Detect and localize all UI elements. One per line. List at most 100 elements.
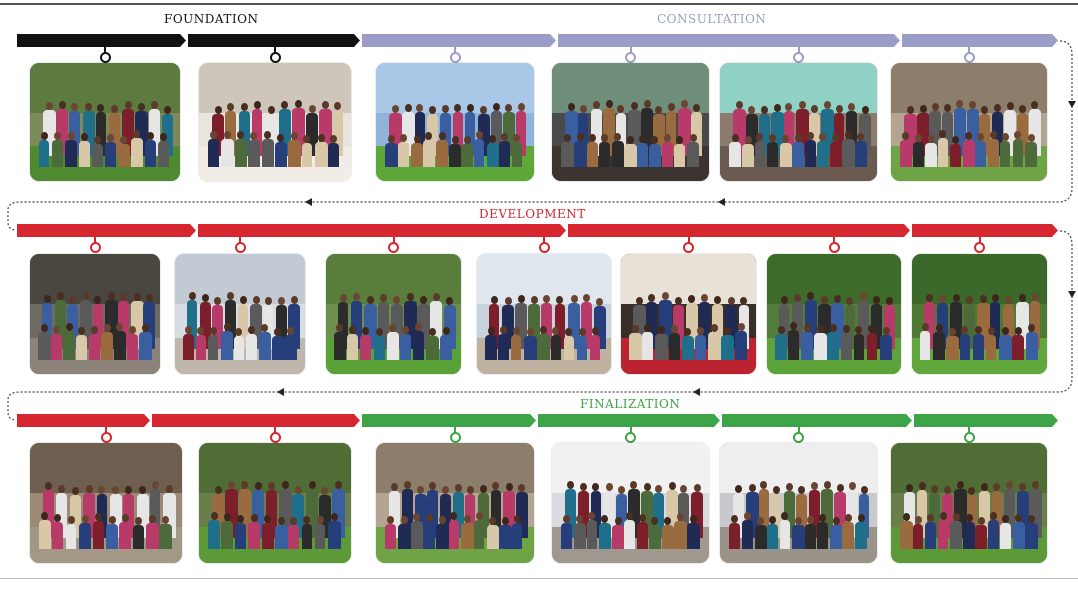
person: [929, 103, 941, 157]
person-body: [248, 521, 260, 549]
person-body: [261, 139, 274, 167]
person-body: [808, 489, 821, 538]
person-head: [52, 325, 60, 334]
person: [916, 482, 928, 538]
person-body: [941, 111, 953, 157]
person-head: [969, 101, 977, 110]
person-head: [1002, 515, 1010, 524]
person-body: [452, 491, 465, 538]
event-photo: [199, 443, 351, 563]
person-head: [1031, 293, 1039, 302]
person-head: [737, 322, 745, 331]
person-body: [615, 494, 628, 538]
person: [827, 324, 840, 360]
timeline-marker: [683, 242, 694, 253]
person-head: [267, 105, 275, 114]
person-head: [731, 515, 739, 524]
phase-label-consultation: CONSULTATION: [657, 12, 767, 26]
person-body: [808, 113, 821, 157]
person-head: [921, 323, 929, 332]
person: [448, 512, 460, 549]
timeline-bar-segment: [912, 224, 1058, 237]
person-head: [956, 100, 964, 109]
person-body: [109, 113, 120, 157]
person-head: [316, 516, 324, 525]
person-head: [625, 512, 633, 521]
person-head: [981, 105, 989, 114]
person-body: [288, 304, 300, 349]
person-head: [991, 294, 999, 303]
timeline-bar-shape: [198, 224, 566, 237]
person-head: [94, 296, 102, 305]
person: [436, 132, 449, 167]
person-body: [866, 333, 877, 360]
person: [515, 103, 527, 157]
person-head: [223, 513, 231, 522]
person: [473, 512, 485, 549]
timeline-bar-shape: [362, 34, 556, 47]
person: [360, 326, 371, 360]
person-head: [107, 292, 115, 301]
person-body: [962, 139, 975, 167]
person-head: [145, 293, 153, 302]
person-body: [498, 333, 510, 360]
person-body: [248, 139, 260, 167]
person: [233, 328, 245, 360]
person-body: [182, 334, 195, 360]
person: [52, 132, 64, 167]
person-head: [85, 484, 93, 493]
person-head: [98, 486, 106, 495]
person-head: [638, 513, 646, 522]
person-body: [440, 493, 452, 538]
person-body: [159, 523, 173, 549]
person-head: [819, 513, 827, 522]
person-head: [710, 324, 718, 333]
person-body: [541, 303, 553, 349]
person-head: [744, 135, 752, 144]
person-body: [79, 522, 92, 549]
phase-label-finalization: FINALIZATION: [580, 397, 681, 411]
person-body: [805, 300, 817, 349]
person-head: [579, 104, 587, 113]
person-body: [912, 142, 925, 167]
person: [721, 326, 734, 360]
timeline-bar-segment: [17, 414, 150, 427]
person-head: [121, 514, 129, 523]
person-body: [586, 141, 599, 167]
timeline-marker: [974, 242, 985, 253]
person: [979, 482, 991, 538]
person-head: [675, 296, 683, 305]
person-body: [114, 330, 126, 360]
person-body: [590, 491, 601, 538]
person-body: [687, 522, 700, 549]
photo-backdrop: [199, 443, 351, 494]
connector-arrow: [718, 198, 725, 206]
person-head: [54, 514, 62, 523]
person-head: [697, 327, 705, 335]
person: [950, 513, 962, 549]
person-head: [321, 486, 329, 495]
person-head: [446, 296, 454, 305]
person: [599, 133, 611, 167]
person-body: [655, 333, 668, 360]
person-head: [811, 481, 819, 490]
person-head: [97, 103, 105, 112]
person: [870, 295, 882, 349]
person-head: [857, 514, 865, 523]
person-head: [236, 514, 244, 523]
person-head: [601, 515, 609, 524]
person: [565, 481, 577, 538]
person-head: [162, 515, 170, 524]
person-head: [253, 100, 261, 109]
person-body: [39, 520, 51, 549]
person-head: [977, 517, 985, 526]
person: [741, 135, 755, 167]
person-body: [879, 335, 893, 360]
marker-stem: [454, 47, 456, 54]
person-head: [836, 483, 844, 492]
person-head: [736, 100, 744, 109]
person: [833, 105, 845, 157]
timeline-marker: [449, 52, 461, 63]
person-head: [1014, 327, 1022, 336]
person-head: [450, 512, 458, 521]
